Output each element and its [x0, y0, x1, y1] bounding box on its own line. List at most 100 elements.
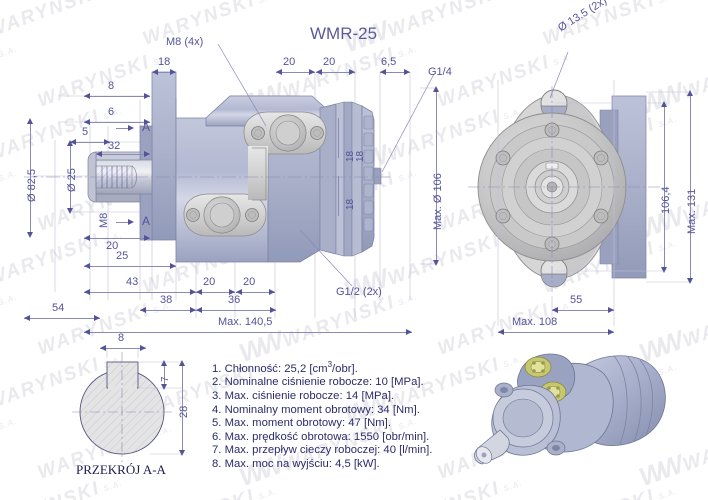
- dim-dia-82-5: Ø 82,5: [26, 168, 38, 202]
- dim-20-top-b: 20: [323, 56, 336, 68]
- dim-20-top-a: 20: [283, 56, 296, 68]
- spec-value: 4,5: [335, 457, 351, 470]
- spec-label: Max. moment obrotowy:: [224, 417, 346, 430]
- dimline-max-140-5: [84, 332, 412, 333]
- spec-item-6: 6. Max. prędkość obrotowa: 1550 [obr/min…: [212, 431, 432, 445]
- dim-m8-shaft: M8: [98, 212, 110, 228]
- arrow: [196, 289, 202, 295]
- dimline-8: [84, 96, 150, 97]
- dim-sec-8: 8: [118, 332, 125, 344]
- dim-5: 5: [82, 126, 89, 138]
- spec-number: 1.: [212, 362, 222, 375]
- specification-list: 1. Chłonność: 25,2 [cm3/obr]. 2. Nominal…: [212, 358, 432, 472]
- spec-item-4: 4. Nominalny moment obrotowy: 34 [Nm].: [212, 404, 432, 418]
- spec-unit-post: [l/min].: [399, 444, 433, 457]
- dim-106-4: 106,4: [660, 186, 672, 214]
- arrow: [140, 345, 146, 351]
- dim-18-b: 18: [355, 150, 366, 162]
- spec-value: 47: [348, 417, 361, 430]
- dimline-18c: [338, 176, 339, 216]
- spec-superscript: 3: [327, 360, 333, 369]
- spec-value: 10: [375, 376, 388, 389]
- spec-label: Max. ciśnienie robocze:: [224, 389, 343, 402]
- dimline-dia-82-5: [30, 120, 31, 236]
- dimline-20-top-a: [276, 72, 315, 73]
- arrow: [661, 267, 667, 273]
- arrow: [84, 93, 90, 99]
- arrow: [128, 219, 134, 225]
- spec-label: Max. moc na wyjściu:: [224, 457, 332, 470]
- arrow: [269, 289, 275, 295]
- dim-20-left: 20: [106, 240, 119, 252]
- page-title: WMR-25: [310, 24, 378, 43]
- spec-label: Nominalny moment obrotowy:: [224, 403, 374, 416]
- dim-8: 8: [108, 80, 115, 92]
- dimline-106-4: [664, 103, 665, 271]
- dimline-54: [24, 318, 100, 319]
- dimline-sec-28: [182, 362, 183, 454]
- arrow: [229, 289, 235, 295]
- arrow: [144, 93, 150, 99]
- arrow: [270, 307, 276, 313]
- arrow: [161, 360, 167, 366]
- spec-item-2: 2. Nominalne ciśnienie robocze: 10 [MPa]…: [212, 376, 432, 390]
- spec-item-5: 5. Max. moment obrotowy: 47 [Nm].: [212, 417, 432, 431]
- dim-18-c: 18: [345, 198, 356, 210]
- arrow: [190, 289, 196, 295]
- spec-unit-post: /obr].: [332, 362, 358, 375]
- arrow: [687, 278, 693, 284]
- dimline-43: [84, 292, 196, 293]
- dimline-38: [140, 310, 196, 311]
- callout-m8-4x: M8 (4x): [166, 36, 204, 48]
- dim-55: 55: [570, 294, 583, 306]
- arrow: [170, 263, 176, 269]
- dimline-20-bot-b: [236, 292, 275, 293]
- arrow: [70, 139, 76, 145]
- spec-unit-post: [kW].: [353, 457, 380, 470]
- arrow: [67, 208, 73, 214]
- dimline-sec-8: [100, 348, 146, 349]
- spec-label: Max. przepływ cieczy roboczej:: [224, 444, 381, 457]
- spec-label: Chłonność:: [224, 362, 282, 375]
- spec-unit-post: [obr/min].: [382, 430, 430, 443]
- arrow: [498, 329, 504, 335]
- spec-number: 4.: [212, 403, 222, 416]
- dimline-18a: [338, 118, 339, 158]
- dim-dia-25: Ø 25: [66, 168, 78, 192]
- arrow: [161, 384, 167, 390]
- arrow: [406, 329, 412, 335]
- dimline-6-5: [380, 72, 410, 73]
- dim-36: 36: [228, 294, 241, 306]
- spec-unit-post: [Nm].: [392, 403, 420, 416]
- arrow: [152, 69, 158, 75]
- arrow: [84, 329, 90, 335]
- arrow: [552, 307, 558, 313]
- section-mark-a-top: A: [142, 120, 151, 134]
- dimline-55: [552, 310, 614, 311]
- dimline-20-left: [84, 238, 150, 239]
- arrow: [27, 232, 33, 238]
- arrow: [27, 118, 33, 124]
- dim-18-top: 18: [158, 56, 171, 68]
- dimline-max-131: [690, 92, 691, 282]
- arrow: [144, 235, 150, 241]
- spec-item-1: 1. Chłonność: 25,2 [cm3/obr].: [212, 358, 432, 376]
- arrow: [179, 450, 185, 456]
- arrow: [104, 139, 110, 145]
- arrow: [128, 125, 134, 131]
- dimline-25: [84, 266, 176, 267]
- arrow: [144, 119, 150, 125]
- spec-label: Nominalne ciśnienie robocze:: [224, 376, 373, 389]
- spec-value: 40: [383, 444, 396, 457]
- callout-g1-2-2x: G1/2 (2x): [336, 286, 382, 298]
- arrow: [190, 307, 196, 313]
- dimline-36: [196, 310, 276, 311]
- arrow: [608, 329, 614, 335]
- dim-25: 25: [116, 250, 129, 262]
- dim-20-bot-b: 20: [243, 276, 256, 288]
- arrow: [96, 151, 102, 157]
- arrow: [433, 260, 439, 266]
- dimline-20-top-b: [316, 72, 355, 73]
- sectionline-top: [116, 128, 130, 129]
